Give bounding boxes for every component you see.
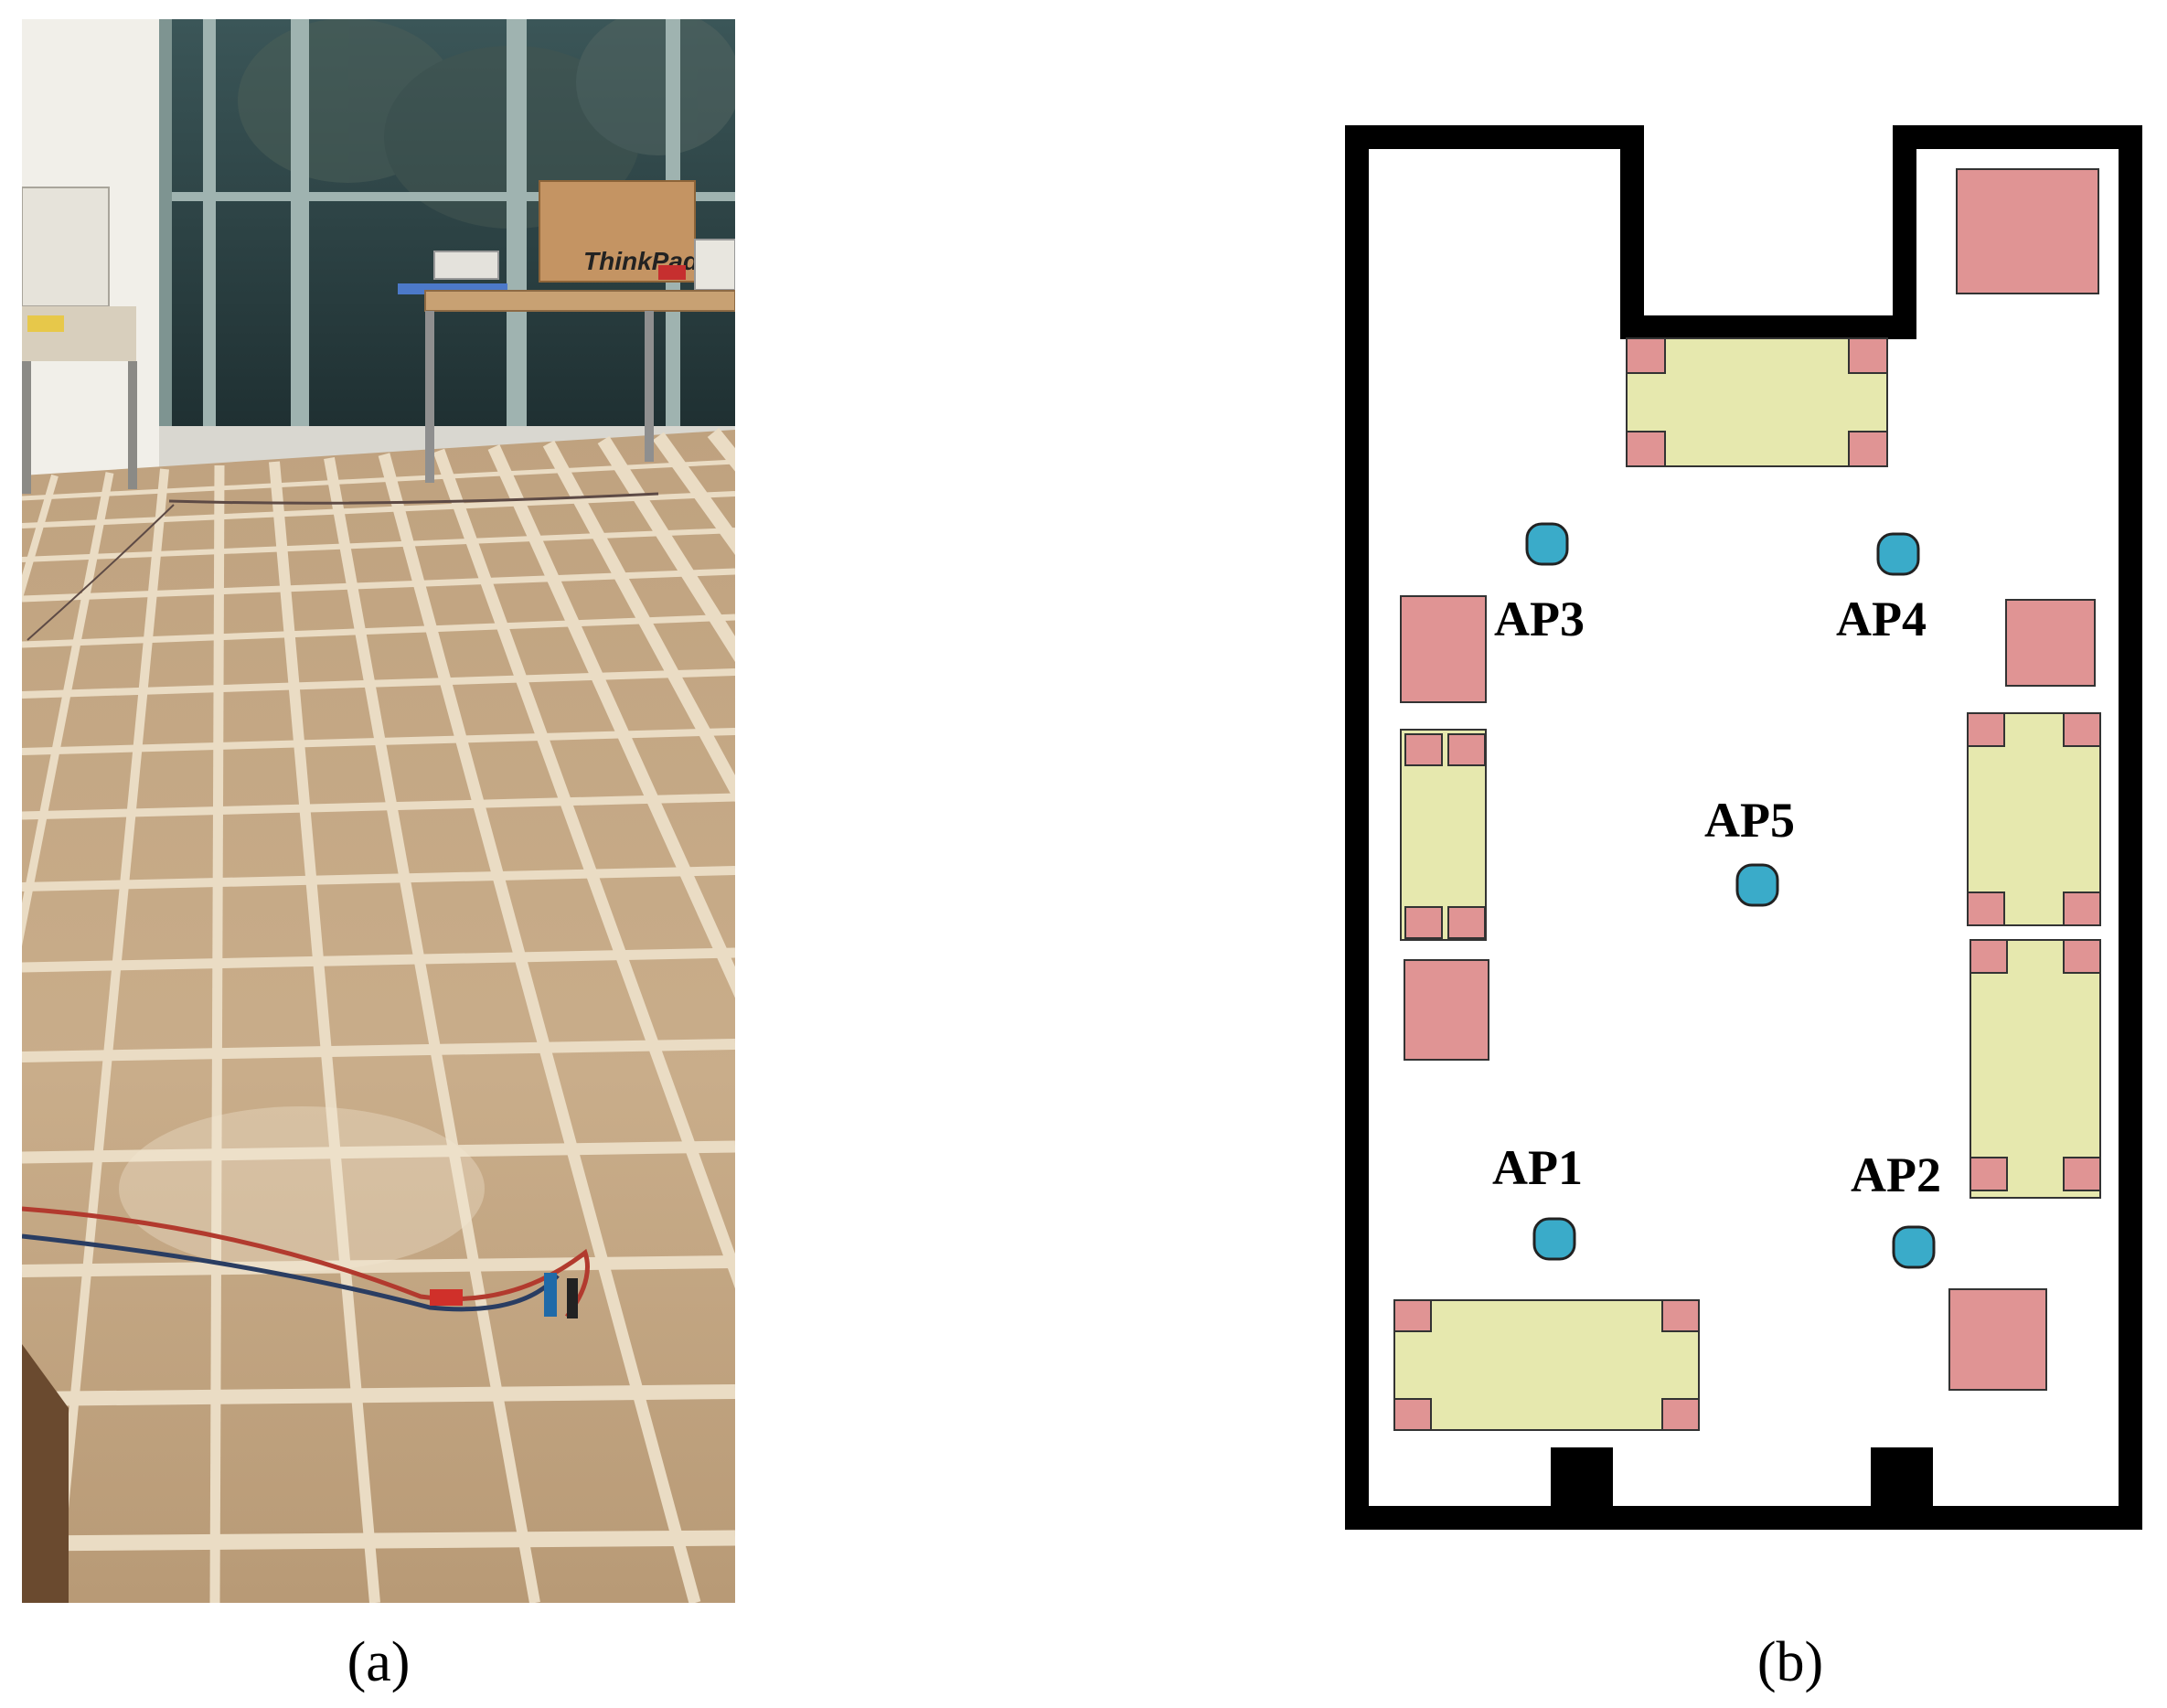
door-right [1871, 1447, 1933, 1511]
table-right-upper [1967, 712, 2101, 926]
right-table: ThinkPad [398, 180, 735, 483]
access-points [1525, 522, 1936, 1269]
photo-panel: ThinkPad [22, 19, 735, 1603]
access-point-ap2 [1892, 1225, 1936, 1269]
table-bottom [1393, 1299, 1700, 1431]
room-walls [1345, 125, 2142, 1530]
ap3-label: AP3 [1494, 592, 1585, 646]
chair [1404, 959, 1489, 1061]
access-point-ap1 [1532, 1217, 1576, 1261]
cabinet-edge [22, 1344, 69, 1603]
door-left [1551, 1447, 1613, 1511]
ap4-label: AP4 [1836, 592, 1927, 646]
laptop-box [539, 180, 696, 283]
floor-reflection [119, 1106, 485, 1271]
table-left [1400, 729, 1487, 941]
window-frame [159, 19, 172, 426]
tiled-floor [22, 430, 735, 1603]
ap2-label: AP2 [1851, 1148, 1941, 1202]
left-desk [22, 187, 137, 494]
ap5-label: AP5 [1704, 793, 1795, 848]
table-top [1626, 337, 1888, 467]
floor-grid [22, 427, 735, 1603]
caption-a: (a) [347, 1631, 411, 1693]
window-mullions [159, 19, 735, 426]
chairs [1400, 168, 2099, 1391]
access-point-ap5 [1735, 863, 1779, 907]
near-cables [22, 1206, 590, 1318]
access-point-ap4 [1876, 532, 1920, 576]
far-cable [168, 492, 659, 505]
floor-plan-panel: AP1 AP2 AP3 AP4 AP5 [1345, 125, 2142, 1530]
chair [1948, 1288, 2047, 1391]
tables [1393, 337, 2101, 1431]
ap1-label: AP1 [1492, 1140, 1583, 1195]
access-point-ap3 [1525, 522, 1569, 566]
chair [1956, 168, 2099, 294]
caption-b: (b) [1757, 1631, 1823, 1693]
table-right-lower [1970, 939, 2101, 1199]
chair [1400, 595, 1487, 703]
chair [2005, 599, 2096, 687]
